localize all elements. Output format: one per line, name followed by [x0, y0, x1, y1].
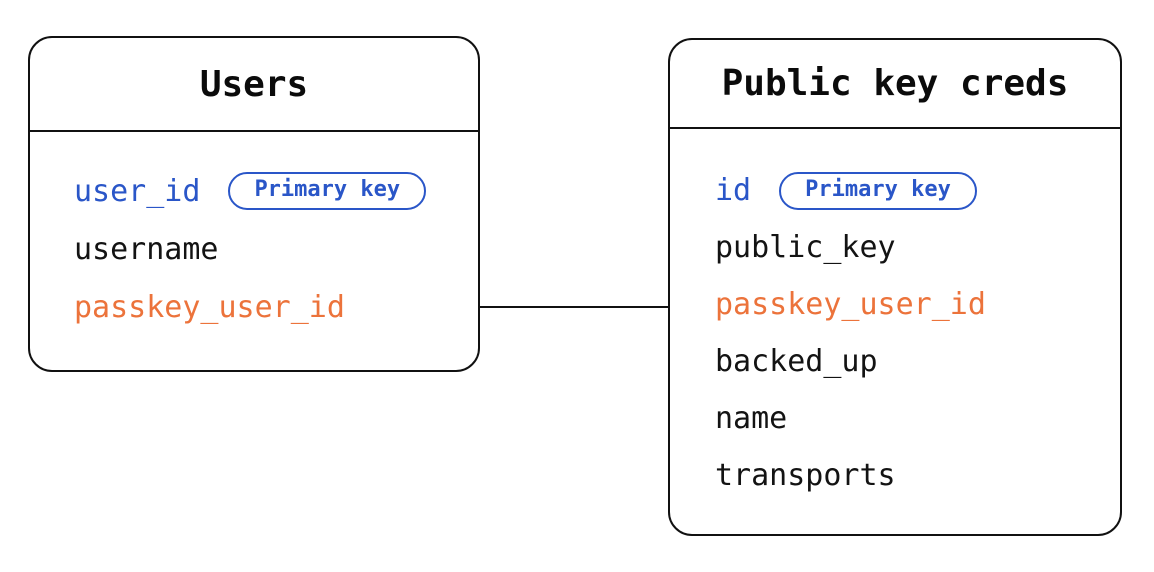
field-name: name [715, 401, 788, 436]
field-row-id[interactable]: id Primary key [715, 162, 1120, 219]
field-name: username [74, 231, 219, 267]
field-name: transports [715, 458, 896, 493]
table-users-header: Users [30, 38, 478, 132]
field-row-name[interactable]: name [715, 390, 1120, 447]
field-name: passkey_user_id [715, 287, 986, 322]
field-row-transports[interactable]: transports [715, 447, 1120, 504]
field-row-passkey-user-id[interactable]: passkey_user_id [715, 276, 1120, 333]
field-row-username[interactable]: username [74, 220, 478, 278]
table-node-public-key-creds[interactable]: Public key creds id Primary key public_k… [668, 38, 1122, 536]
primary-key-badge: Primary key [779, 171, 977, 210]
table-users-fields: user_id Primary key username passkey_use… [30, 132, 478, 336]
table-users-title: Users [199, 63, 309, 105]
field-name: backed_up [715, 344, 878, 379]
table-creds-title: Public key creds [721, 63, 1069, 104]
field-row-passkey-user-id[interactable]: passkey_user_id [74, 278, 478, 336]
field-name: public_key [715, 230, 896, 265]
field-name: id [715, 173, 752, 208]
field-row-backed-up[interactable]: backed_up [715, 333, 1120, 390]
field-row-public-key[interactable]: public_key [715, 219, 1120, 276]
field-name: passkey_user_id [74, 289, 345, 325]
relationship-connector-line[interactable] [480, 306, 668, 308]
table-node-users[interactable]: Users user_id Primary key username passk… [28, 36, 480, 372]
primary-key-badge: Primary key [228, 172, 427, 210]
field-name: user_id [74, 173, 201, 209]
table-creds-fields: id Primary key public_key passkey_user_i… [670, 129, 1120, 504]
field-row-user-id[interactable]: user_id Primary key [74, 162, 478, 220]
table-creds-header: Public key creds [670, 40, 1120, 129]
